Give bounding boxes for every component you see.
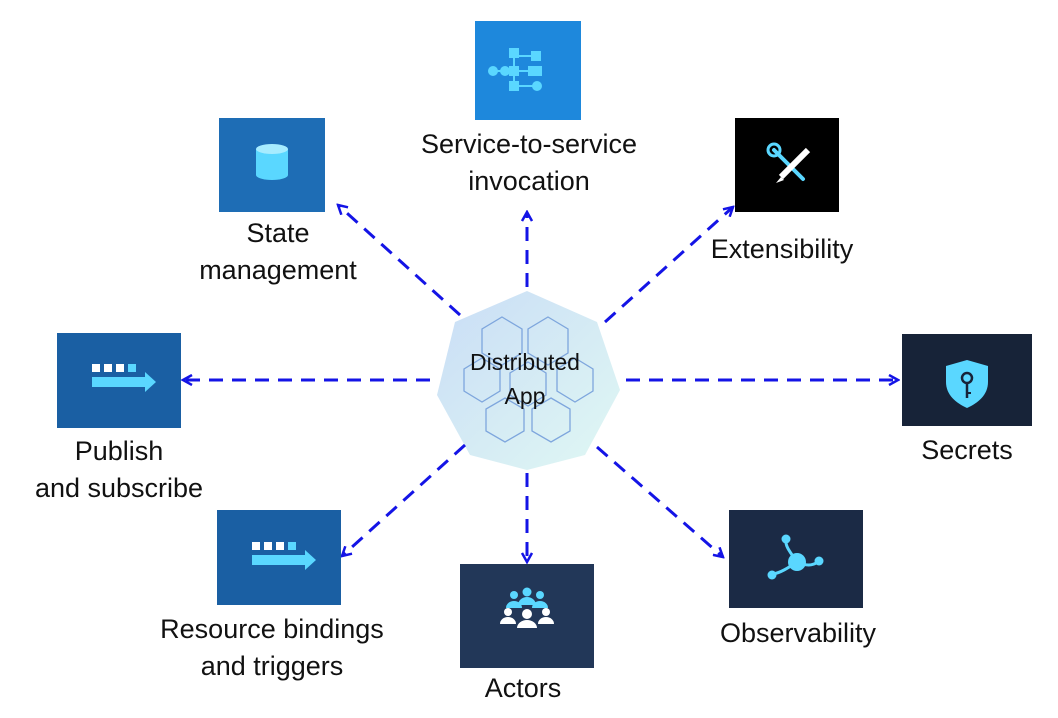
people-group-icon [500,587,554,628]
arrow-extensibility [603,207,733,324]
message-queue-icon [252,542,316,570]
publish-subscribe-label: Publish and subscribe [20,433,218,507]
publish-subscribe-label-line1: Publish [74,436,164,466]
distributed-app-node [437,291,620,470]
arrow-state-management [338,205,462,317]
observability-label-line1: Observability [719,618,877,648]
resource-bindings-label-line1: Resource bindings [160,614,384,644]
extensibility-label-line1: Extensibility [710,234,854,264]
observability-block [729,510,863,608]
resource-bindings-label-line2: and triggers [200,651,344,681]
observability-label: Observability [700,615,896,652]
arrows [183,205,898,562]
center-label-line2: App [504,383,546,409]
publish-subscribe-label-line2: and subscribe [34,473,204,503]
actors-label-line1: Actors [484,673,562,703]
secrets-label-line1: Secrets [921,435,1013,465]
cylinder-storage-icon [256,144,288,180]
actors-block [460,564,594,668]
distributed-app-label: Distributed App [440,345,610,413]
arrow-resource-bindings [342,443,467,556]
extensibility-label: Extensibility [696,231,868,268]
service-invocation-label-line2: invocation [468,166,590,196]
workflow-icon [488,48,542,91]
shield-key-icon [946,360,988,408]
secrets-block [902,334,1032,426]
arrow-observability [596,445,723,557]
service-invocation-block [475,21,581,120]
wrench-pencil-icon [766,142,811,183]
service-invocation-label: Service-to-service invocation [400,126,658,200]
state-management-label-line2: management [199,255,357,285]
message-queue-icon [92,364,156,392]
actors-label: Actors [462,670,584,707]
hexagon-cluster-icon [463,316,594,443]
secrets-label: Secrets [907,432,1027,469]
extensibility-block [735,118,839,212]
service-invocation-label-line1: Service-to-service [420,129,638,159]
resource-bindings-label: Resource bindings and triggers [140,611,404,685]
network-nodes-icon [767,534,824,580]
state-management-label: State management [180,215,376,289]
resource-bindings-block [217,510,341,605]
state-management-block [219,118,325,212]
publish-subscribe-block [57,333,181,428]
center-label-line1: Distributed [470,349,580,375]
state-management-label-line1: State [246,218,310,248]
